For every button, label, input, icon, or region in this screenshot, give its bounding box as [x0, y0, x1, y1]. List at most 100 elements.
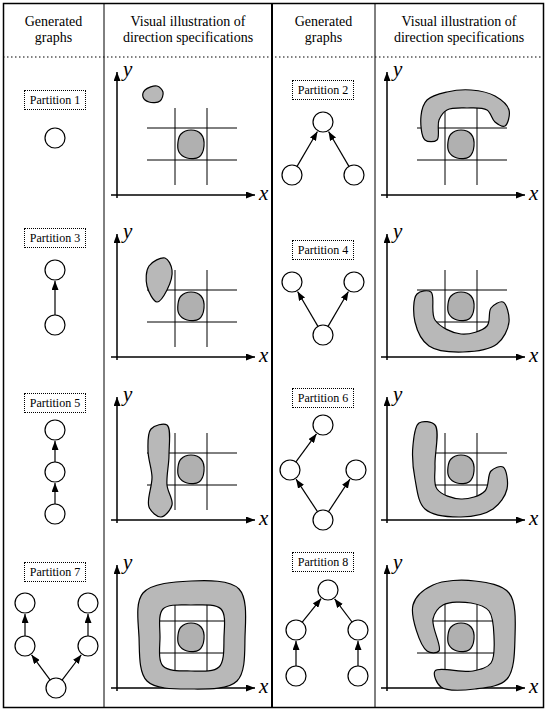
generated-graph: [45, 128, 65, 148]
graph-vertex: [313, 510, 333, 530]
graph-arrow: [296, 434, 317, 462]
y-axis: [386, 234, 388, 360]
graph-vertex: [344, 165, 364, 185]
graph-arrow: [62, 655, 81, 680]
graph-arrow: [298, 291, 318, 326]
graph-arrow: [87, 614, 88, 636]
graph-arrow: [328, 291, 348, 326]
grid-line: [175, 433, 176, 510]
graph-arrow: [295, 641, 296, 666]
reference-object: [448, 455, 474, 484]
axis-name: x: [259, 343, 268, 367]
axis-label: x: [529, 344, 538, 366]
partition-label: Partition 1: [30, 93, 80, 107]
y-axis: [116, 72, 118, 198]
header-text: Generated graphs: [295, 14, 353, 45]
table-border: [4, 4, 544, 708]
header-text: Generated graphs: [25, 14, 83, 45]
grid-line: [207, 108, 208, 185]
graph-arrow: [302, 599, 321, 623]
partition-box: Partition 2: [292, 80, 354, 100]
axis-name: x: [529, 674, 538, 698]
reference-object: [178, 623, 204, 652]
grid-line: [445, 108, 446, 185]
axis-label: y: [123, 383, 132, 405]
graph-vertex: [45, 128, 65, 148]
axis-name: y: [393, 219, 402, 243]
grid-line: [175, 601, 176, 678]
target-region: [414, 291, 509, 352]
header-text: Visual illustration of direction specifi…: [123, 14, 253, 45]
header-text: Visual illustration of direction specifi…: [394, 14, 524, 45]
target-region: [413, 422, 508, 517]
reference-object: [448, 292, 474, 321]
graph-vertex: [15, 593, 35, 613]
grid-line: [207, 601, 208, 678]
y-axis: [116, 565, 118, 691]
direction-panel: [111, 565, 255, 691]
axis-name: y: [393, 550, 402, 574]
graph-vertex: [78, 636, 98, 656]
graph-arrow: [357, 641, 358, 666]
axis-label: y: [123, 58, 132, 80]
graph-arrow: [296, 479, 317, 511]
grid-line: [147, 160, 237, 161]
axis-label: x: [259, 182, 268, 204]
graph-vertex: [45, 315, 65, 335]
partition-box: Partition 3: [24, 228, 86, 248]
graph-arrow: [329, 479, 350, 511]
partition-box: Partition 6: [292, 388, 354, 408]
direction-panel: [381, 565, 525, 691]
generated-graph: [45, 260, 65, 335]
graph-vertex: [15, 636, 35, 656]
y-axis: [386, 72, 388, 198]
target-region: [146, 258, 172, 302]
x-axis: [381, 519, 525, 521]
reference-object: [178, 292, 204, 321]
column-header: Generated graphs: [6, 14, 101, 46]
grid-line: [207, 433, 208, 510]
graph-vertex: [313, 112, 333, 132]
graph-vertex: [282, 165, 302, 185]
direction-panel: [111, 72, 255, 198]
axis-label: x: [529, 507, 538, 529]
direction-panel: [381, 397, 525, 523]
graph-vertex: [286, 620, 306, 640]
target-region: [143, 86, 163, 103]
grid-line: [417, 160, 507, 161]
generated-graph: [282, 112, 364, 185]
target-region: [148, 424, 172, 517]
generated-graph: [280, 415, 366, 530]
y-axis: [386, 397, 388, 523]
graph-vertex: [45, 462, 65, 482]
target-region: [138, 581, 246, 689]
partition-label: Partition 6: [298, 391, 348, 405]
graph-vertex: [286, 666, 306, 686]
column-header: Generated graphs: [275, 14, 372, 46]
grid-line: [445, 601, 446, 678]
axis-name: x: [529, 181, 538, 205]
x-axis: [111, 356, 255, 358]
direction-panel: [381, 72, 525, 198]
graph-vertex: [313, 415, 333, 435]
partition-label: Partition 2: [298, 83, 348, 97]
axis-label: y: [393, 58, 402, 80]
column-divider: [271, 3, 273, 708]
graph-vertex: [280, 460, 300, 480]
partition-box: Partition 4: [292, 240, 354, 260]
axis-label: y: [123, 220, 132, 242]
y-axis: [386, 565, 388, 691]
column-divider: [104, 3, 105, 708]
graph-arrow: [24, 614, 25, 636]
x-axis: [111, 519, 255, 521]
graph-arrow: [335, 599, 352, 622]
axis-name: x: [529, 343, 538, 367]
partition-label: Partition 7: [30, 565, 80, 579]
graph-vertex: [318, 580, 338, 600]
axis-name: y: [123, 219, 132, 243]
grid-line: [477, 108, 478, 185]
graph-arrow: [54, 441, 55, 462]
generated-graph: [15, 593, 98, 698]
header-divider: [3, 57, 543, 58]
grid-line: [477, 601, 478, 678]
